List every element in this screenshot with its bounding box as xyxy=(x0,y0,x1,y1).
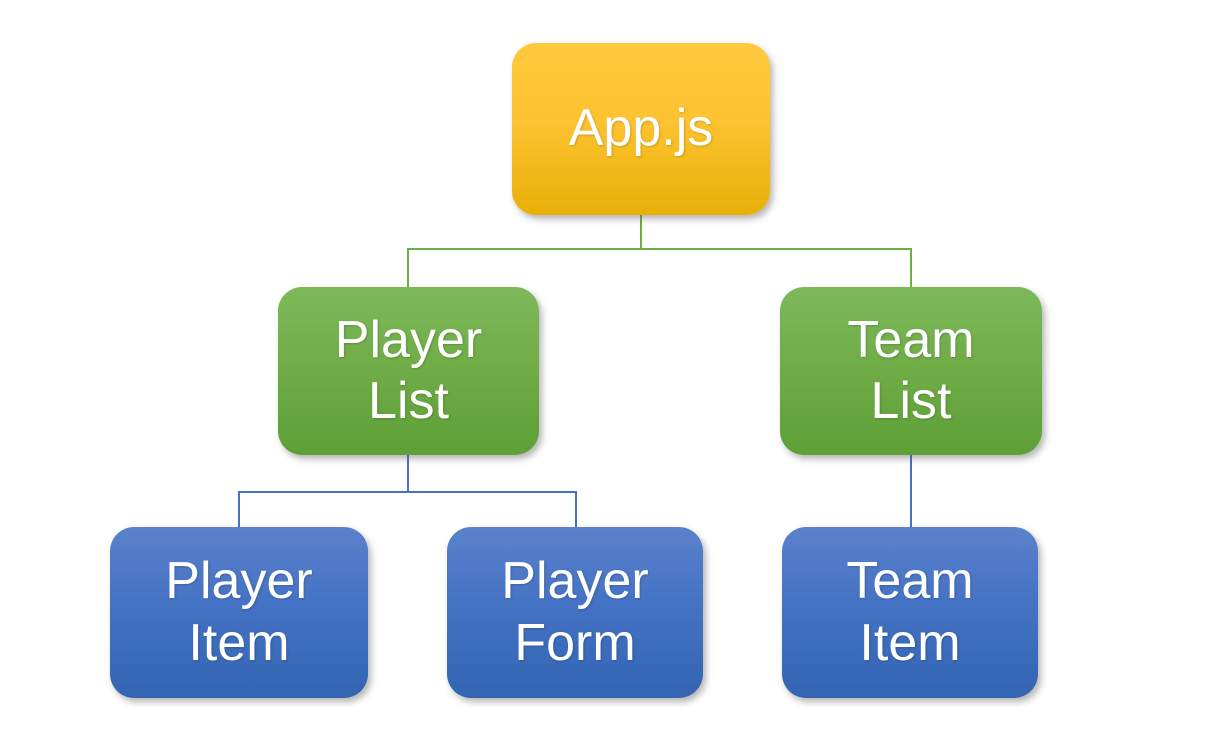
edge-app-children-horizontal xyxy=(407,248,912,250)
edge-app-to-team-list xyxy=(910,248,912,287)
node-team-list: Team List xyxy=(780,287,1042,455)
node-label-line: Team xyxy=(847,310,975,369)
edge-player-list-children-horizontal xyxy=(238,491,577,493)
edge-player-list-to-player-item xyxy=(238,491,240,527)
node-label-line: Player xyxy=(165,552,313,611)
edge-player-list-stem xyxy=(407,455,409,492)
node-label-line: Player xyxy=(334,310,483,369)
node-label-line: Item xyxy=(188,613,290,672)
node-label-line: App.js xyxy=(568,99,714,158)
node-player-form: Player Form xyxy=(447,527,703,698)
edge-app-to-player-list xyxy=(407,248,409,287)
node-label-line: Form xyxy=(514,613,636,672)
edge-player-list-to-player-form xyxy=(575,491,577,527)
node-player-list: Player List xyxy=(278,287,539,455)
edge-app-stem xyxy=(640,215,642,249)
node-label-line: Item xyxy=(859,613,961,672)
node-label-line: Player xyxy=(501,552,649,611)
node-label-line: List xyxy=(870,372,952,430)
node-app-js: App.js xyxy=(512,43,770,215)
node-label-line: Team xyxy=(846,552,974,611)
node-label-line: List xyxy=(368,372,449,430)
node-team-item: Team Item xyxy=(782,527,1038,698)
node-player-item: Player Item xyxy=(110,527,368,698)
edge-team-list-to-team-item xyxy=(910,455,912,527)
